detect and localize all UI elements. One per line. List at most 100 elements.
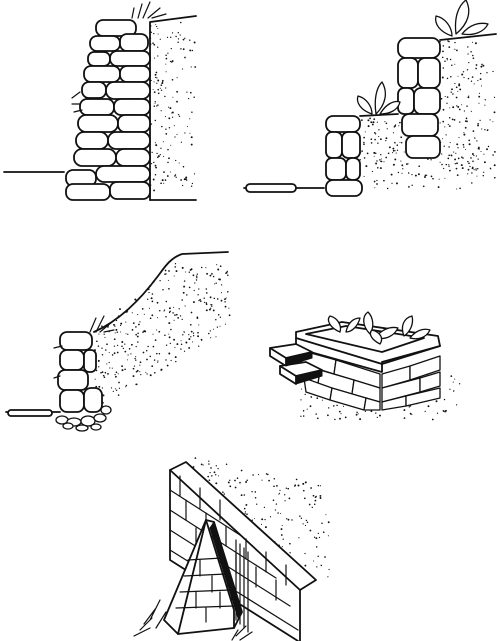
soil-stipple-dot bbox=[180, 179, 182, 181]
soil-stipple-dot bbox=[470, 51, 472, 53]
soil-stipple-dot bbox=[319, 485, 321, 487]
soil-stipple-dot bbox=[169, 36, 172, 39]
soil-stipple-dot bbox=[387, 152, 390, 155]
soil-stipple-dot bbox=[133, 365, 136, 367]
soil-stipple-dot bbox=[157, 104, 159, 106]
soil-stipple-dot bbox=[461, 167, 464, 170]
soil-stipple-dot bbox=[205, 303, 208, 306]
soil-stipple-dot bbox=[468, 61, 470, 64]
soil-stipple-dot bbox=[217, 314, 220, 316]
soil-stipple-dot bbox=[366, 152, 369, 155]
soil-stipple-dot bbox=[306, 521, 309, 524]
soil-stipple-dot bbox=[444, 96, 446, 98]
soil-stipple-dot bbox=[115, 389, 118, 392]
soil-stipple-dot bbox=[442, 50, 444, 53]
soil-stipple-dot bbox=[455, 167, 458, 170]
soil-stipple-dot bbox=[111, 367, 113, 369]
soil-stipple-dot bbox=[203, 297, 205, 299]
soil-stipple-dot bbox=[374, 152, 377, 155]
soil-stipple-dot bbox=[124, 368, 126, 371]
soil-stipple-dot bbox=[301, 388, 303, 390]
soil-stipple-dot bbox=[493, 176, 496, 179]
soil-stipple-dot bbox=[396, 182, 398, 185]
soil-stipple-dot bbox=[493, 164, 496, 167]
soil-stipple-dot bbox=[151, 300, 154, 303]
soil-stipple-dot bbox=[295, 478, 298, 481]
soil-stipple-dot bbox=[101, 353, 104, 356]
soil-stipple-dot bbox=[148, 291, 150, 294]
soil-stipple-dot bbox=[456, 188, 458, 190]
soil-stipple-dot bbox=[155, 25, 158, 28]
soil-stipple-dot bbox=[481, 63, 483, 66]
soil-stipple-dot bbox=[493, 96, 496, 99]
soil-stipple-dot bbox=[165, 63, 167, 65]
soil-stipple-dot bbox=[414, 174, 417, 177]
soil-stipple-dot bbox=[188, 338, 191, 341]
soil-stipple-dot bbox=[208, 479, 211, 482]
soil-stipple-dot bbox=[376, 183, 378, 185]
soil-stipple-dot bbox=[210, 307, 212, 309]
soil-stipple-dot bbox=[408, 186, 410, 188]
soil-stipple-dot bbox=[168, 333, 170, 335]
soil-stipple-dot bbox=[130, 353, 132, 355]
soil-stipple-dot bbox=[198, 324, 200, 326]
soil-stipple-dot bbox=[113, 338, 116, 341]
soil-stipple-dot bbox=[380, 160, 383, 163]
soil-stipple-dot bbox=[454, 163, 456, 165]
wall-stones bbox=[65, 19, 151, 201]
soil-stipple-dot bbox=[243, 494, 246, 496]
soil-stipple-dot bbox=[401, 164, 404, 167]
soil-stipple-dot bbox=[220, 299, 223, 302]
soil-stipple-dot bbox=[298, 537, 300, 539]
soil-stipple-dot bbox=[470, 157, 472, 159]
soil-stipple-dot bbox=[370, 142, 373, 144]
soil-stipple-dot bbox=[101, 387, 104, 389]
soil-stipple-dot bbox=[454, 82, 456, 85]
soil-stipple-dot bbox=[150, 297, 153, 300]
soil-stipple-dot bbox=[219, 265, 222, 268]
grass-tuft bbox=[53, 315, 115, 379]
soil-stipple-dot bbox=[442, 108, 445, 111]
soil-stipple-dot bbox=[173, 338, 176, 341]
shadow-hatching bbox=[235, 539, 249, 633]
soil-stipple-dot bbox=[327, 407, 330, 409]
soil-stipple-dot bbox=[234, 486, 237, 489]
soil-stipple-dot bbox=[466, 105, 468, 107]
soil-stipple-dot bbox=[183, 285, 186, 288]
soil-stipple-dot bbox=[160, 84, 163, 87]
soil-stipple-dot bbox=[154, 101, 156, 103]
soil-stipple-dot bbox=[475, 155, 477, 157]
soil-stipple-dot bbox=[463, 76, 465, 79]
soil-stipple-dot bbox=[205, 267, 207, 269]
soil-stipple-dot bbox=[225, 271, 228, 274]
soil-stipple-dot bbox=[442, 45, 445, 47]
soil-stipple-dot bbox=[252, 474, 254, 476]
soil-stipple-dot bbox=[278, 492, 281, 494]
soil-stipple-dot bbox=[418, 165, 421, 168]
soil-stipple-dot bbox=[460, 164, 463, 167]
soil-stipple-dot bbox=[181, 318, 183, 321]
soil-stipple-dot bbox=[216, 264, 218, 266]
soil-stipple-dot bbox=[483, 161, 486, 164]
soil-stipple-dot bbox=[192, 301, 195, 304]
soil-stipple-dot bbox=[315, 537, 318, 540]
soil-stipple-dot bbox=[135, 383, 138, 386]
soil-stipple-dot bbox=[409, 412, 412, 415]
soil-stipple-dot bbox=[482, 64, 485, 67]
soil-stipple-dot bbox=[135, 333, 138, 336]
soil-stipple-dot bbox=[164, 273, 166, 275]
soil-stipple-dot bbox=[313, 536, 316, 539]
soil-stipple-dot bbox=[370, 138, 373, 141]
soil-stipple-dot bbox=[165, 71, 167, 73]
soil-stipple-dot bbox=[108, 351, 110, 354]
soil-stipple-dot bbox=[170, 144, 172, 146]
soil-stipple-dot bbox=[393, 126, 396, 128]
soil-stipple-dot bbox=[467, 53, 469, 55]
soil-stipple-dot bbox=[451, 88, 453, 91]
soil-stipple-dot bbox=[149, 374, 152, 377]
soil-stipple-dot bbox=[186, 91, 188, 93]
soil-stipple-dot bbox=[200, 300, 202, 303]
soil-stipple-dot bbox=[185, 341, 188, 344]
soil-stipple-dot bbox=[154, 73, 157, 76]
soil-stipple-dot bbox=[338, 410, 341, 413]
